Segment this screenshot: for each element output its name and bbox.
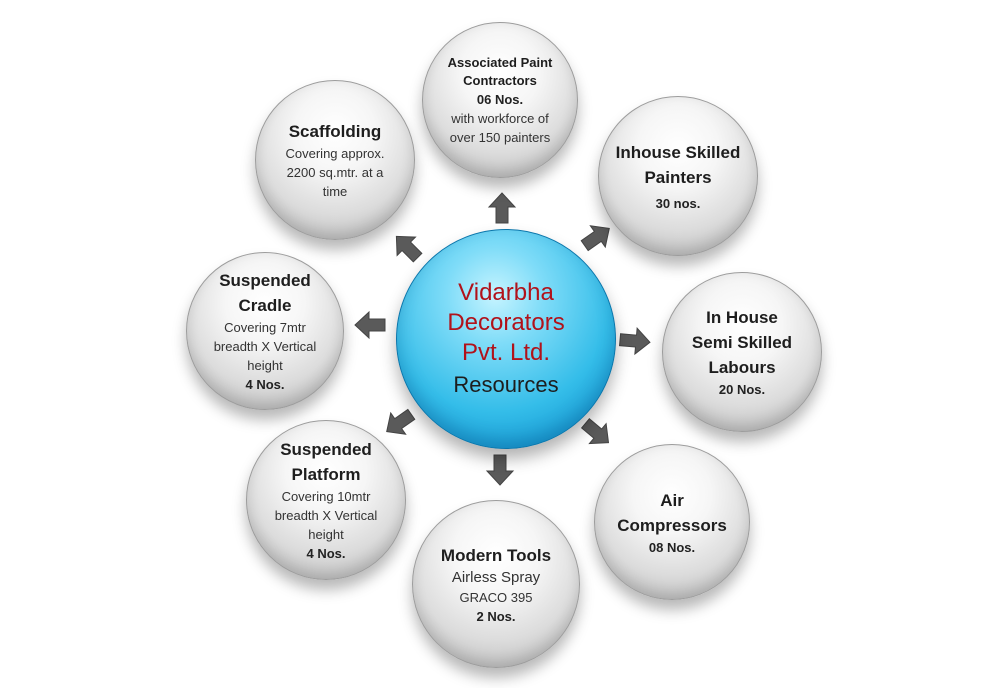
node-title: Semi Skilled <box>691 333 793 352</box>
node-desc: over 150 painters <box>449 129 551 145</box>
node-scaffolding: Scaffolding Covering approx. 2200 sq.mtr… <box>255 80 415 240</box>
node-title: Contractors <box>463 72 537 88</box>
node-count: 4 Nos. <box>306 546 346 561</box>
node-associated-contractors: Associated Paint Contractors 06 Nos. wit… <box>422 22 578 178</box>
node-title: Labours <box>708 358 776 377</box>
center-hub: Vidarbha Decorators Pvt. Ltd. Resources <box>396 229 616 449</box>
node-inhouse-skilled: Inhouse Skilled Painters 30 nos. <box>598 96 758 256</box>
node-desc: Airless Spray <box>451 568 541 586</box>
node-modern-tools: Modern Tools Airless Spray GRACO 395 2 N… <box>412 500 580 668</box>
node-semi-skilled: In House Semi Skilled Labours 20 Nos. <box>662 272 822 432</box>
node-title: Painters <box>644 167 712 187</box>
center-subtitle: Resources <box>453 372 559 397</box>
node-suspended-cradle: Suspended Cradle Covering 7mtr breadth X… <box>186 252 344 410</box>
arrow-to-semi-skilled <box>617 325 653 358</box>
arrow-to-inhouse-skilled <box>574 215 619 259</box>
node-desc: height <box>308 527 344 542</box>
node-count: 4 Nos. <box>245 377 285 392</box>
node-title: Associated Paint <box>447 54 553 70</box>
center-title-line: Vidarbha <box>458 279 554 306</box>
node-title: Inhouse Skilled <box>615 142 741 162</box>
arrow-to-air <box>574 411 619 456</box>
node-title: Modern Tools <box>440 545 552 565</box>
node-title: Compressors <box>617 515 727 535</box>
node-title: Suspended <box>219 271 311 290</box>
arrow-to-modern-tools <box>485 453 515 487</box>
arrow-to-associated <box>487 191 517 225</box>
center-title-line: Decorators <box>447 309 565 336</box>
node-desc: GRACO 395 <box>459 589 533 605</box>
node-suspended-platform: Suspended Platform Covering 10mtr breadt… <box>246 420 406 580</box>
node-desc: Covering 10mtr <box>281 489 371 504</box>
node-count: 2 Nos. <box>476 608 516 624</box>
arrow-to-cradle <box>353 310 387 340</box>
node-count: 06 Nos. <box>476 91 524 107</box>
node-air-compressors: Air Compressors 08 Nos. <box>594 444 750 600</box>
node-title: Scaffolding <box>288 122 382 141</box>
node-desc: time <box>322 184 348 199</box>
node-count: 20 Nos. <box>718 382 766 397</box>
arrow-to-scaffolding <box>384 224 429 269</box>
arrow-to-platform <box>376 401 421 445</box>
node-title: In House <box>706 308 778 327</box>
node-desc: Covering approx. <box>285 146 385 161</box>
node-title: Air <box>660 490 684 510</box>
node-desc: Covering 7mtr <box>224 320 306 335</box>
node-desc: 2200 sq.mtr. at a <box>286 165 384 180</box>
node-count: 08 Nos. <box>648 539 696 555</box>
node-desc: breadth X Vertical <box>213 339 317 354</box>
node-title: Platform <box>291 465 361 484</box>
node-count: 30 nos. <box>655 195 701 211</box>
node-desc: with workforce of <box>451 110 549 126</box>
node-desc: height <box>247 358 283 373</box>
center-title-line: Pvt. Ltd. <box>461 339 551 366</box>
node-title: Cradle <box>238 296 292 315</box>
node-title: Suspended <box>280 440 372 459</box>
node-desc: breadth X Vertical <box>274 508 378 523</box>
